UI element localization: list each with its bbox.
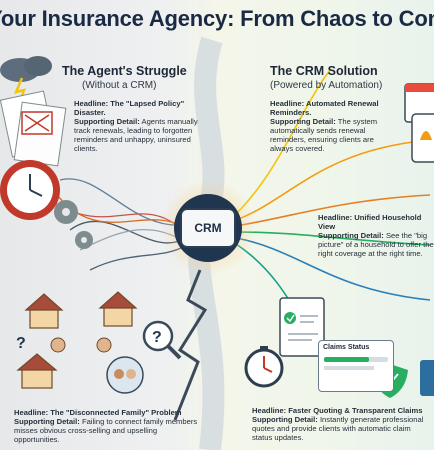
alarm-clock-icon (0, 160, 60, 220)
svg-text:?: ? (16, 335, 26, 352)
right-item1-detail-label: Supporting Detail: (270, 117, 336, 126)
right-heading: The CRM Solution (270, 64, 378, 78)
crm-badge: CRM (180, 208, 236, 248)
quote-clipboard-icon (279, 297, 325, 357)
svg-text:?: ? (152, 329, 162, 346)
right-item1-detail: The system automatically sends renewal r… (270, 117, 378, 153)
claims-progress-fill (324, 357, 369, 362)
right-item1: Headline: Automated Renewal Reminders. S… (270, 99, 398, 153)
left-item2-detail-label: Supporting Detail: (14, 417, 80, 426)
family-avatar-icons (50, 337, 144, 394)
stopwatch-icon (244, 346, 284, 388)
right-item2-headline: Headline: Unified Household View (318, 213, 422, 231)
paper-stack-icon (0, 90, 67, 167)
left-subheading: (Without a CRM) (82, 80, 157, 91)
right-item3-detail: Instantly generate professional quotes a… (252, 415, 424, 442)
left-item1: Headline: The "Lapsed Policy" Disaster. … (74, 99, 206, 153)
right-item3-headline: Headline: Faster Quoting & Transparent C… (252, 406, 423, 415)
claims-progress-bar (324, 357, 388, 362)
house-icons (16, 291, 138, 389)
left-item2: Headline: The "Disconnected Family" Prob… (14, 408, 200, 444)
left-item2-detail: Failing to connect family members misses… (14, 417, 198, 444)
claims-status-label: Claims Status (323, 344, 370, 351)
magnifier-icon: ? (142, 320, 182, 360)
right-item3-detail-label: Supporting Detail: (252, 415, 318, 424)
right-item3: Headline: Faster Quoting & Transparent C… (252, 406, 428, 442)
right-subheading: (Powered by Automation) (270, 80, 383, 91)
claims-status-card: Claims Status (318, 340, 394, 392)
right-item1-headline: Headline: Automated Renewal Reminders. (270, 99, 379, 117)
claims-line (324, 366, 374, 370)
left-heading: The Agent's Struggle (62, 64, 187, 78)
left-item2-headline: Headline: The "Disconnected Family" Prob… (14, 408, 182, 417)
right-item2: Headline: Unified Household View Support… (318, 213, 434, 258)
phone-icon (420, 360, 434, 396)
left-item1-detail-label: Supporting Detail: (74, 117, 140, 126)
page-title: Your Insurance Agency: From Chaos to Con… (0, 6, 434, 31)
gear-icon (54, 200, 93, 249)
right-item2-detail-label: Supporting Detail: (318, 231, 384, 240)
right-item2-detail: See the "big picture" of a household to … (318, 231, 434, 258)
left-item1-headline: Headline: The "Lapsed Policy" Disaster. (74, 99, 185, 117)
left-item1-detail: Agents manually track renewals, leading … (74, 117, 198, 153)
bell-icon (411, 113, 434, 163)
